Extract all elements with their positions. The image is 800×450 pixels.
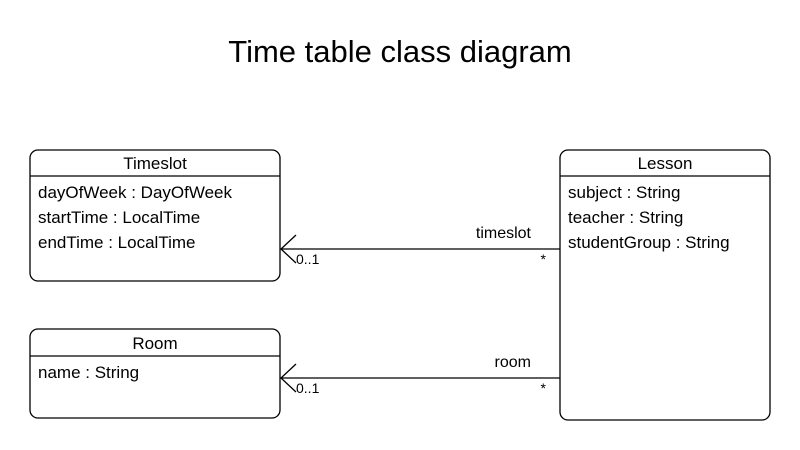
class-attribute: teacher : String: [568, 208, 683, 227]
class-attribute: startTime : LocalTime: [38, 208, 200, 227]
class-name-timeslot: Timeslot: [123, 154, 187, 173]
association-lesson-room[interactable]: room 0..1 *: [280, 354, 560, 396]
class-attribute: endTime : LocalTime: [38, 233, 195, 252]
class-box-timeslot[interactable]: Timeslot dayOfWeek : DayOfWeek startTime…: [29, 149, 281, 282]
class-attribute: subject : String: [568, 183, 680, 202]
association-label: room: [495, 354, 531, 371]
class-box-lesson[interactable]: Lesson subject : String teacher : String…: [559, 149, 771, 421]
multiplicity-source: *: [541, 251, 547, 267]
page-title: Time table class diagram: [228, 34, 571, 69]
class-box-room[interactable]: Room name : String: [29, 328, 281, 419]
class-name-room: Room: [132, 334, 177, 353]
association-lesson-timeslot[interactable]: timeslot 0..1 *: [280, 225, 560, 267]
class-attribute: studentGroup : String: [568, 233, 730, 252]
class-box-timeslot-outline: [29, 149, 281, 282]
class-attribute: dayOfWeek : DayOfWeek: [38, 183, 232, 202]
multiplicity-target: 0..1: [296, 380, 320, 396]
multiplicity-target: 0..1: [296, 251, 320, 267]
multiplicity-source: *: [541, 380, 547, 396]
class-box-room-outline: [29, 328, 281, 419]
association-label: timeslot: [476, 225, 532, 242]
open-arrow-head-icon: [280, 234, 297, 264]
class-box-lesson-outline: [559, 149, 771, 421]
class-name-lesson: Lesson: [638, 154, 693, 173]
open-arrow-head-icon: [280, 363, 297, 393]
class-attribute: name : String: [38, 363, 139, 382]
